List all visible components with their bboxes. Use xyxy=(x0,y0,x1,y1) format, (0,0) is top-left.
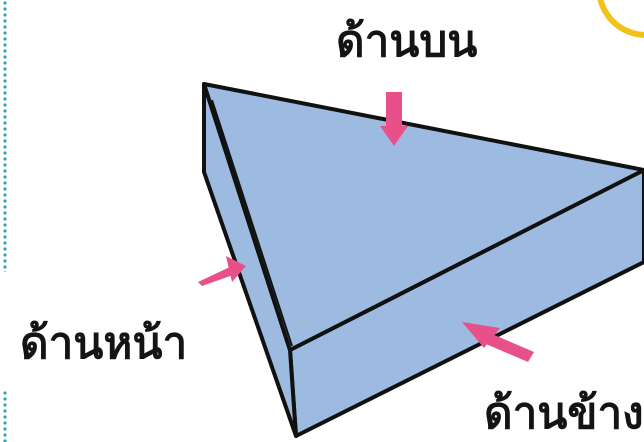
prism-top-face xyxy=(202,82,644,352)
dotted-border-upper xyxy=(2,0,8,272)
label-front-face: ด้านหน้า xyxy=(20,318,188,369)
arrow-top xyxy=(380,92,408,146)
dotted-border-lower xyxy=(2,390,8,442)
arrow-side xyxy=(462,322,534,362)
label-side-face: ด้านข้าง xyxy=(484,388,644,439)
arrow-front xyxy=(198,256,246,286)
prism-inner-edge xyxy=(211,99,293,347)
label-top-face: ด้านบน xyxy=(336,16,478,67)
